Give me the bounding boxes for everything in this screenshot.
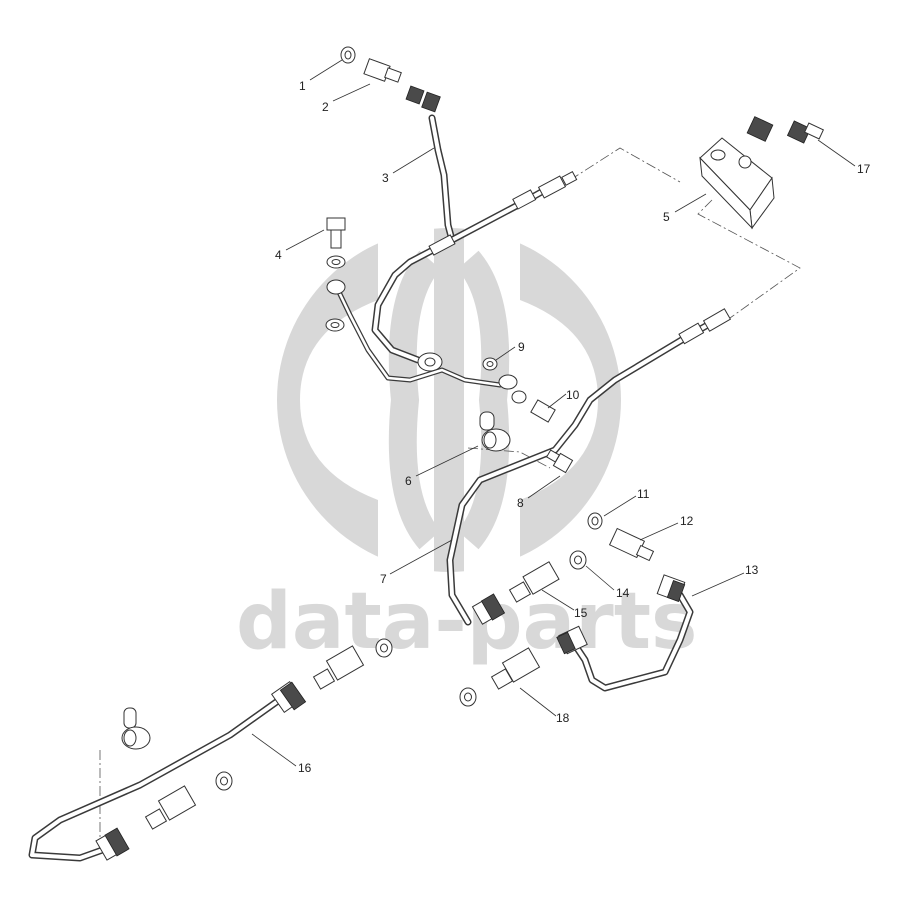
- part-15-fitting: [508, 561, 560, 603]
- callout-2: 2: [322, 100, 329, 114]
- part-8-bolt: [545, 449, 574, 474]
- part-2-fitting: [363, 58, 441, 113]
- callout-17: 17: [857, 162, 871, 176]
- callout-10: 10: [566, 388, 580, 402]
- alignment-lines: [99, 147, 801, 840]
- callout-7: 7: [380, 572, 387, 586]
- callout-3: 3: [382, 171, 389, 185]
- part-5-block: [699, 137, 775, 230]
- callout-6: 6: [405, 474, 412, 488]
- callout-15: 15: [574, 606, 588, 620]
- pipe-13: [556, 574, 694, 692]
- callout-8: 8: [517, 496, 524, 510]
- part-10-bolt: [511, 390, 556, 423]
- branch-pipe: [326, 279, 518, 390]
- part-6-clamp: [479, 411, 511, 452]
- watermark-logo: [277, 228, 621, 572]
- callout-13: 13: [745, 563, 759, 577]
- leader-lines: [251, 59, 856, 767]
- part-4-banjo-bolt: [325, 217, 346, 332]
- callout-11: 11: [637, 487, 650, 501]
- callout-1: 1: [299, 79, 306, 93]
- callout-16: 16: [298, 761, 312, 775]
- part-17-elbow-fitting: [746, 116, 825, 144]
- part-9-washer: [482, 357, 498, 371]
- pipe-16: [28, 680, 307, 862]
- part-12-fitting: [608, 527, 655, 562]
- callout-14: 14: [616, 586, 630, 600]
- part-1-washer: [340, 46, 356, 64]
- callout-18: 18: [556, 711, 570, 725]
- callout-labels: 1 2 3 4 5 6 7 8 9 10 11 12 13 14 15 16 1…: [275, 79, 871, 775]
- callout-4: 4: [275, 248, 282, 262]
- callout-5: 5: [663, 210, 670, 224]
- part-18-fitting: [459, 647, 541, 707]
- pipe-16-fittings: [121, 638, 393, 830]
- part-14-washer: [569, 550, 587, 570]
- part-11-washer: [587, 512, 603, 530]
- pipe-3: [371, 114, 578, 372]
- callout-12: 12: [680, 514, 694, 528]
- callout-9: 9: [518, 340, 525, 354]
- pipe-7: [446, 308, 732, 626]
